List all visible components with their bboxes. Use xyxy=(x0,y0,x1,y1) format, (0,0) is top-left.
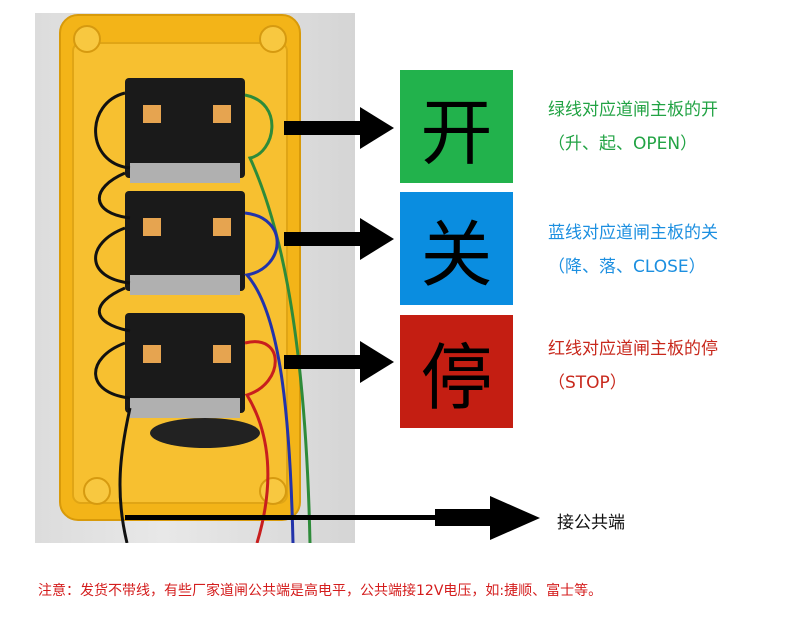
close-description-line2: （降、落、CLOSE） xyxy=(548,257,706,277)
switch-stop xyxy=(125,313,260,448)
common-terminal-label: 接公共端 xyxy=(557,513,625,533)
arrow-right-icon xyxy=(284,341,394,383)
stop-description-line1: 红线对应道闸主板的停 xyxy=(548,339,718,359)
arrow-right-icon xyxy=(284,218,394,260)
warning-note: 注意：发货不带线，有些厂家道闸公共端是高电平，公共端接12V电压，如:捷顺、富士… xyxy=(38,583,603,599)
open-label-box: 开 xyxy=(400,70,513,183)
close-description-line1: 蓝线对应道闸主板的关 xyxy=(548,223,718,243)
open-description: 绿线对应道闸主板的开 （升、起、OPEN） xyxy=(548,93,718,161)
close-description: 蓝线对应道闸主板的关 （降、落、CLOSE） xyxy=(548,216,718,284)
open-description-line2: （升、起、OPEN） xyxy=(548,134,698,154)
stop-description-line2: （STOP） xyxy=(548,373,627,393)
control-box-photo xyxy=(35,13,355,543)
switch-close xyxy=(125,191,245,295)
close-label-box: 关 xyxy=(400,192,513,305)
stop-label-box: 停 xyxy=(400,315,513,428)
switch-open xyxy=(125,78,245,183)
stop-description: 红线对应道闸主板的停 （STOP） xyxy=(548,332,718,400)
open-description-line1: 绿线对应道闸主板的开 xyxy=(548,100,718,120)
arrow-right-icon xyxy=(284,107,394,149)
arrow-right-icon xyxy=(125,496,540,540)
control-box-illustration xyxy=(59,14,312,543)
